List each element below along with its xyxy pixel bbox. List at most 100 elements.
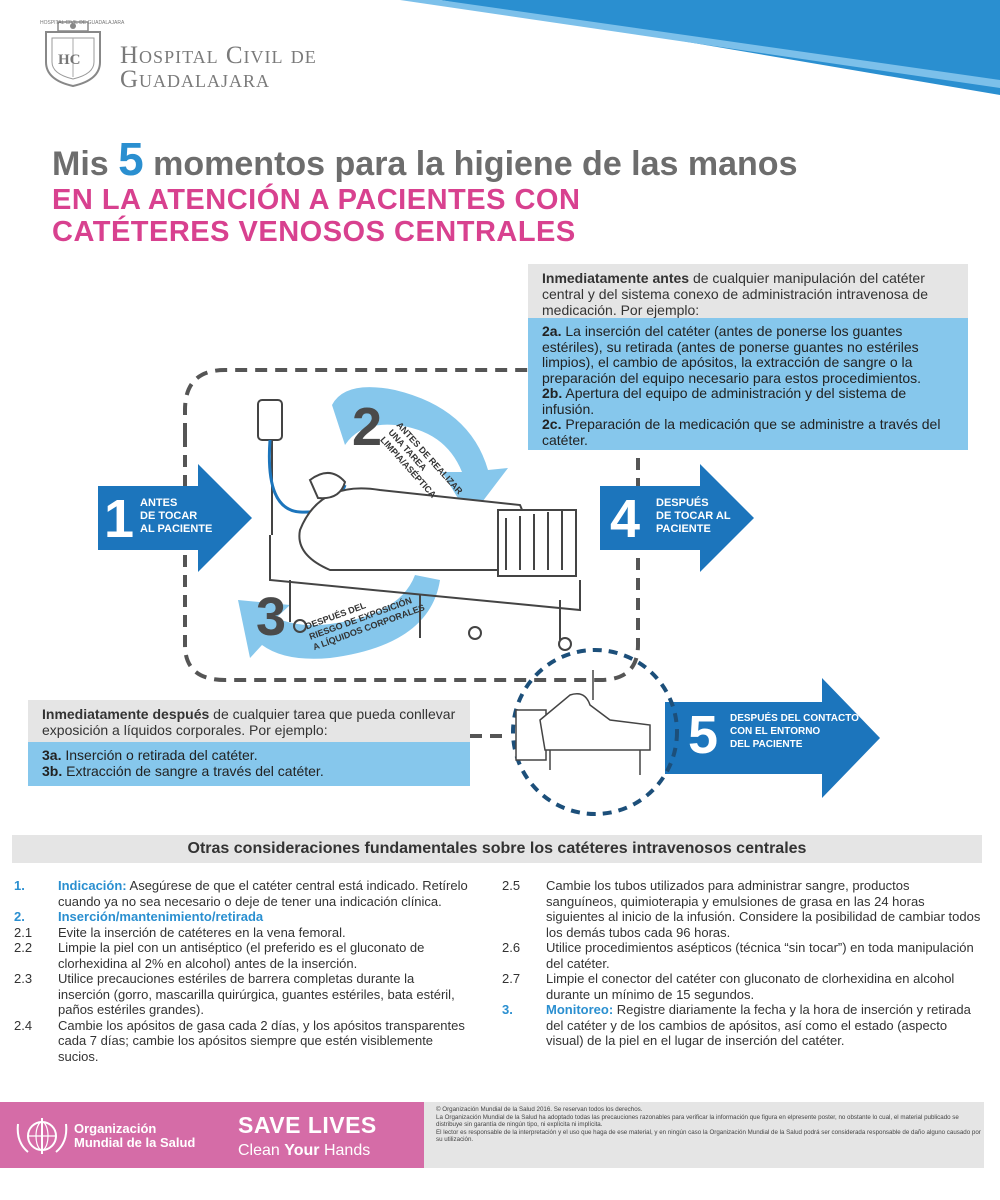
list-item: 3. Monitoreo: Registre diariamente la fec… [502, 1002, 982, 1049]
patient-zone-border-top [183, 368, 528, 435]
item-heading: Monitoreo: [546, 1002, 614, 1017]
hospital-seal-logo [45, 21, 101, 88]
moment-4-line1: DESPUÉS [656, 497, 709, 509]
list-item: 2.7 Limpie el conector del catéter con gl… [502, 971, 982, 1002]
moment-5-line2: CON EL ENTORNO [730, 726, 821, 737]
moment-4-line2: DE TOCAR AL [656, 510, 731, 522]
moment-5-line1: DESPUÉS DEL CONTACTO [730, 713, 859, 724]
moment-4-label: DESPUÉS DE TOCAR AL PACIENTE [656, 497, 731, 536]
seal-text: HOSPITAL CIVIL DE GUADALAJARA [40, 20, 125, 26]
list-item: 2.5 Cambie los tubos utilizados para admi… [502, 878, 982, 940]
headline-number: 5 [118, 133, 144, 185]
moment-1-line3: AL PACIENTE [140, 523, 213, 535]
legal-line1: © Organización Mundial de la Salud 2016.… [436, 1106, 643, 1113]
item-text: Limpie la piel con un antiséptico (el pr… [58, 940, 425, 971]
subtitle-line2: CATÉTERES VENOSOS CENTRALES [52, 216, 576, 248]
who-name: Organización Mundial de la Salud [74, 1122, 195, 1150]
item-3a-text: Inserción o retirada del catéter. [61, 747, 258, 763]
who-name-line1: Organización [74, 1121, 157, 1136]
after-exposure-examples-box: 3a. Inserción o retirada del catéter. 3b… [28, 742, 470, 786]
moment-5-circle [511, 648, 679, 816]
item-number: 2.4 [14, 1017, 33, 1033]
legal-line2: La Organización Mundial de la Salud ha a… [436, 1113, 959, 1129]
legal-text: © Organización Mundial de la Salud 2016.… [436, 1106, 981, 1144]
save-lives-slogan: SAVE LIVES [238, 1112, 377, 1138]
moment-4-number: 4 [610, 489, 641, 549]
after-exposure-intro-box: Inmediatamente después de cualquier tare… [28, 700, 470, 742]
moment-1-line2: DE TOCAR [140, 510, 198, 522]
item-2a-text: La inserción del catéter (antes de poner… [542, 323, 922, 386]
headline-post: momentos para la higiene de las manos [143, 145, 798, 183]
who-name-line2: Mundial de la Salud [74, 1135, 196, 1150]
moment-4-arrow [600, 464, 754, 572]
clean-pre: Clean [238, 1142, 285, 1159]
item-2c-code: 2c. [542, 416, 562, 432]
moment-5-number: 5 [688, 705, 719, 765]
item-2c-text: Preparación de la medicación que se admi… [542, 416, 941, 448]
moment-2-number: 2 [352, 397, 383, 457]
moment-4-line3: PACIENTE [656, 523, 711, 535]
moment-1-label: ANTES DE TOCAR AL PACIENTE [140, 497, 212, 536]
five-moments-diagram [98, 368, 880, 816]
item-text: Asegúrese de que el catéter central está… [58, 878, 468, 909]
after-lead-bold: Inmediatamente después [42, 706, 210, 722]
clean-post: Hands [319, 1142, 371, 1159]
hospital-name-line1: Hospital Civil de [120, 42, 317, 69]
moment-3-number: 3 [256, 587, 287, 647]
who-emblem-icon [16, 1118, 68, 1154]
page-title: Mis 5 momentos para la higiene de las ma… [52, 132, 982, 186]
hospital-name-line2: Guadalajara [120, 66, 271, 93]
item-number: 1. [14, 878, 25, 893]
moment-1-number: 1 [104, 489, 135, 549]
considerations-left-column: 1. Indicación: Asegúrese de que el catéte… [14, 878, 469, 1064]
section-title: Otras consideraciones fundamentales sobr… [12, 835, 982, 863]
patient-zone-border [183, 435, 640, 682]
item-3b-code: 3b. [42, 762, 63, 779]
list-item: 2.3 Utilice precauciones estériles de bar… [14, 971, 469, 1018]
item-number: 2.7 [502, 971, 521, 986]
item-3b-text: Extracción de sangre a través del catéte… [62, 762, 324, 779]
item-text: Utilice precauciones estériles de barrer… [58, 971, 455, 1017]
before-aseptic-examples-box: 2a. La inserción del catéter (antes de p… [528, 318, 968, 450]
item-text: Utilice procedimientos asépticos (técnic… [546, 940, 974, 971]
item-heading: Inserción/mantenimiento/retirada [58, 909, 264, 924]
before-lead-bold: Inmediatamente antes [542, 270, 690, 286]
item-2a-code: 2a. [542, 323, 562, 339]
item-number: 2. [14, 909, 25, 924]
item-text: Cambie los tubos utilizados para adminis… [546, 878, 981, 940]
hospital-bed-icon [269, 472, 581, 651]
footer-legal-box [424, 1102, 984, 1168]
headline-pre: Mis [52, 145, 119, 183]
after-lead-text: de cualquier tarea que pueda conllevar e… [42, 706, 456, 738]
clean-hands-slogan: Clean Your Hands [238, 1142, 370, 1160]
item-heading: Indicación: [58, 878, 127, 893]
item-number: 2.5 [502, 878, 521, 893]
list-item: 2.6 Utilice procedimientos asépticos (téc… [502, 940, 982, 971]
empty-bed-icon [515, 670, 651, 775]
list-item: 2. Inserción/mantenimiento/retirada [14, 909, 469, 925]
item-number: 2.6 [502, 940, 521, 955]
item-number: 2.1 [14, 924, 33, 940]
item-3a-code: 3a. [42, 747, 62, 763]
moment-2-arrow [332, 387, 508, 518]
considerations-right-column: 2.5 Cambie los tubos utilizados para admi… [502, 878, 982, 1049]
legal-line3: El lector es responsable de la interpret… [436, 1128, 981, 1144]
list-item: 2.2 Limpie la piel con un antiséptico (el… [14, 940, 469, 971]
item-number: 2.3 [14, 971, 33, 986]
item-text: Cambie los apósitos de gasa cada 2 días,… [58, 1017, 465, 1064]
moment-1-arrow [98, 464, 252, 572]
item-number: 3. [502, 1002, 513, 1017]
footer-banner [0, 1102, 424, 1168]
list-item: 1. Indicación: Asegúrese de que el catéte… [14, 878, 469, 909]
item-number: 2.2 [14, 940, 33, 955]
clean-bold: Your [284, 1142, 320, 1159]
list-item: 2.4 Cambie los apósitos de gasa cada 2 dí… [14, 1018, 469, 1065]
item-2b-text: Apertura del equipo de administración y … [542, 385, 907, 417]
moment-5-arrow [665, 678, 880, 798]
item-text: Limpie el conector del catéter con gluco… [546, 971, 955, 1002]
header-stripe [400, 0, 1000, 95]
item-2b-code: 2b. [542, 385, 563, 401]
item-text: Registre diariamente la fecha y la hora … [546, 1002, 971, 1048]
subtitle-line1: EN LA ATENCIÓN A PACIENTES CON [52, 184, 581, 216]
